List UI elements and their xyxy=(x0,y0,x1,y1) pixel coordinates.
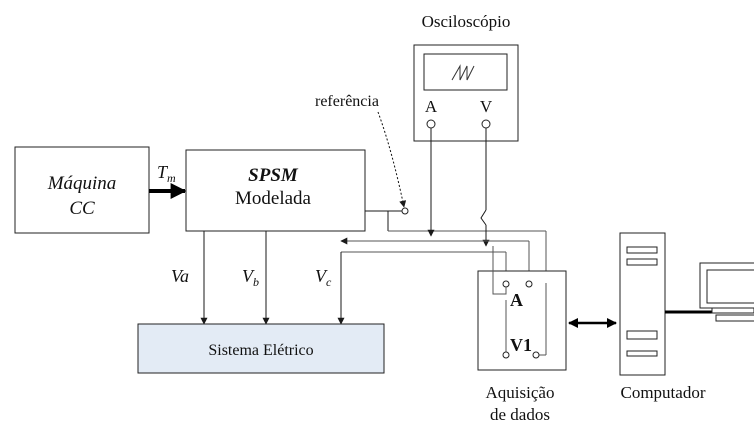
vc-label: Vc xyxy=(315,266,332,289)
computer-caption: Computador xyxy=(621,383,706,402)
oscilloscope-terminal-v xyxy=(481,119,491,129)
spsm-title: SPSM xyxy=(248,165,299,186)
daq-box xyxy=(477,270,567,371)
dc-machine-line1: Máquina xyxy=(47,173,117,194)
daq-port-a-label: A xyxy=(510,290,523,310)
vb-label: Vb xyxy=(242,266,259,289)
daq-terminal-top-right xyxy=(525,280,533,288)
daq-caption-line1: Aquisição xyxy=(486,383,555,402)
oscilloscope-channel-a-label: A xyxy=(425,97,438,116)
daq-terminal-bottom-right xyxy=(532,351,540,359)
daq-inner-wire-left xyxy=(492,246,507,295)
oscilloscope-screen xyxy=(423,53,508,91)
computer: Computador xyxy=(619,232,754,402)
tower-drive-1 xyxy=(626,246,658,254)
reference-label: referência xyxy=(315,93,379,110)
electric-system-box xyxy=(137,323,385,374)
oscilloscope-title: Osciloscópio xyxy=(422,12,511,31)
sawtooth-waveform xyxy=(451,64,475,81)
reference-terminal xyxy=(401,207,409,215)
spsm-box xyxy=(185,149,366,232)
torque-label: Tm xyxy=(157,162,176,185)
dc-machine: Máquina CC xyxy=(14,146,150,234)
tower-slot-1 xyxy=(626,330,658,340)
oscilloscope: Osciloscópio A V xyxy=(413,12,519,142)
oscilloscope-terminal-a xyxy=(426,119,436,129)
daq-caption-line2: de dados xyxy=(490,405,550,424)
daq-terminal-top-left xyxy=(502,280,510,288)
tower-slot-2 xyxy=(626,350,658,357)
monitor-screen xyxy=(706,269,754,304)
spsm-block: SPSM Modelada xyxy=(185,149,366,232)
va-label: Va xyxy=(171,266,189,286)
electric-system: Sistema Elétrico xyxy=(137,323,385,374)
daq-port-v1-label: V1 xyxy=(510,335,532,355)
dc-machine-line2: CC xyxy=(69,198,95,219)
monitor-stand xyxy=(711,307,754,314)
tower-drive-2 xyxy=(626,258,658,266)
dc-machine-box xyxy=(14,146,150,234)
keyboard-icon xyxy=(715,314,754,322)
probe-v-crossover xyxy=(480,209,487,226)
oscilloscope-channel-v-label: V xyxy=(480,97,493,116)
spsm-subtitle: Modelada xyxy=(235,188,312,209)
reference-arrow xyxy=(377,111,407,208)
electric-system-label: Sistema Elétrico xyxy=(208,342,313,359)
data-acquisition: A V1 Aquisição de dados xyxy=(477,246,567,424)
daq-terminal-bottom-left xyxy=(502,351,510,359)
